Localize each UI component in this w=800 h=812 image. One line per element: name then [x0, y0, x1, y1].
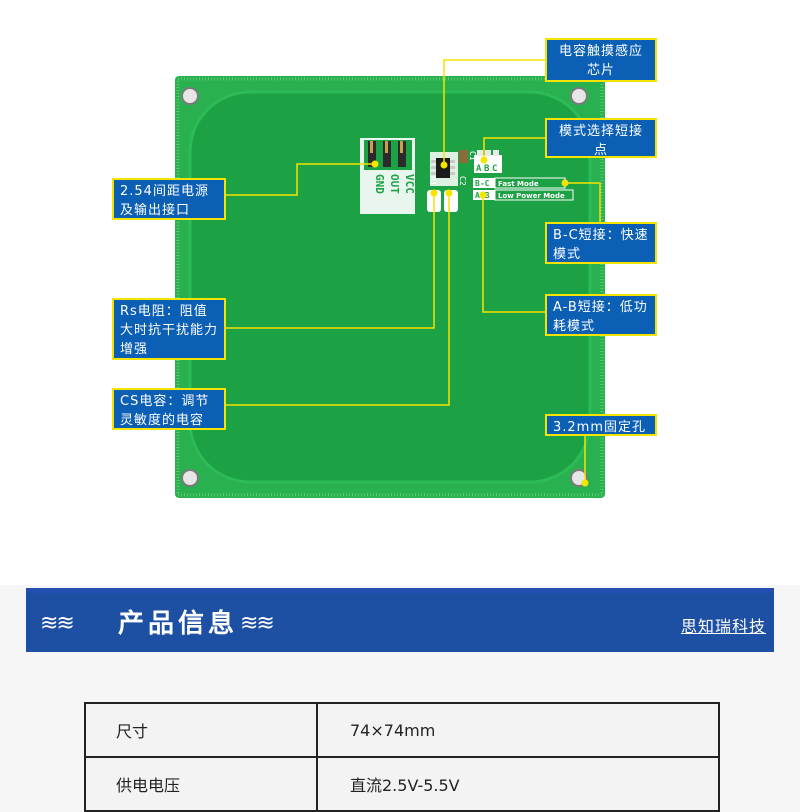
spec-value-size: 74×74mm — [316, 702, 720, 758]
jumper-label-a: A — [476, 164, 482, 174]
pcb-illustration: GND OUT VCC C1 R1 C2 A B C — [175, 59, 657, 498]
r1-label: R1 — [428, 176, 437, 186]
callout-touch-chip: 电容触摸感应芯片 — [545, 38, 657, 82]
touch-pad — [188, 90, 592, 484]
callout-ab-low-power: A-B短接：低功耗模式 — [545, 294, 657, 336]
bc-tag: B-C — [475, 179, 490, 188]
spec-value-voltage: 直流2.5V-5.5V — [316, 756, 720, 812]
pin-label-out: OUT — [388, 174, 401, 194]
callout-header-port: 2.54间距电源及输出接口 — [112, 178, 226, 220]
pin-label-vcc: VCC — [403, 174, 416, 194]
c1-label: C1 — [468, 151, 477, 161]
pin-label-gnd: GND — [373, 174, 386, 194]
pin-header — [360, 138, 415, 214]
table-row: 供电电压 直流2.5V-5.5V — [84, 756, 720, 812]
callout-rs-resistor: Rs电阻：阻值大时抗干扰能力增强 — [112, 298, 226, 360]
callout-mode-jumper: 模式选择短接点 — [545, 118, 657, 158]
bc-mode-label: Fast Mode — [498, 180, 539, 188]
jumper-label-b: B — [484, 164, 490, 174]
callout-bc-fast-mode: B-C短接：快速模式 — [545, 222, 657, 264]
table-row: 尺寸 74×74mm — [84, 702, 720, 758]
c2-label: C2 — [458, 176, 467, 186]
callout-leader-lines — [224, 59, 657, 483]
wave-icon-left: ≋≋ — [40, 611, 75, 636]
callout-cs-capacitor: CS电容：调节灵敏度的电容 — [112, 388, 226, 430]
ab-mode-label: Low Power Mode — [498, 192, 565, 200]
spec-label-size: 尺寸 — [84, 702, 318, 758]
jumper-label-c: C — [492, 164, 497, 174]
capacitor-c1 — [459, 150, 468, 163]
spec-table: 尺寸 74×74mm 供电电压 直流2.5V-5.5V — [84, 702, 720, 812]
callout-dots — [371, 156, 589, 487]
callout-mounting-hole: 3.2mm固定孔 — [545, 414, 657, 436]
section-title: 产品信息 — [118, 609, 239, 639]
spec-label-voltage: 供电电压 — [84, 756, 318, 812]
product-info-banner: ≋≋ 产品信息 ≋≋ 思知瑞科技 — [26, 588, 774, 652]
wave-icon-right: ≋≋ — [240, 611, 275, 636]
brand-link[interactable]: 思知瑞科技 — [681, 617, 767, 636]
